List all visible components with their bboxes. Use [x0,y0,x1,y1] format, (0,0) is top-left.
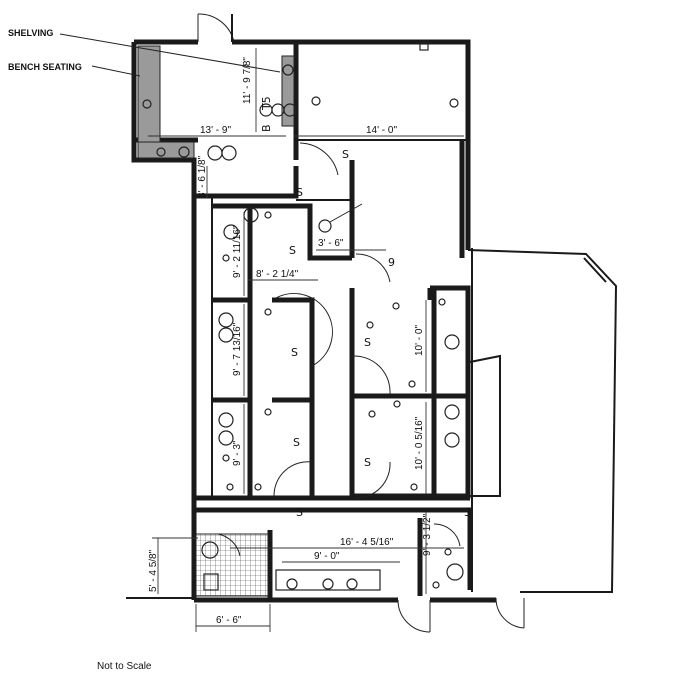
dim-5-4-5-8: 5' - 4 5/8" [148,549,159,592]
dim-11-9-7-8: 11' - 9 7/8" [242,57,253,104]
switch-symbol: S [289,244,296,257]
switch-symbol: S [364,336,371,349]
shelving-leader [59,33,281,73]
dim-6-6: 6' - 6" [216,615,242,626]
dim-14-0: 14' - 0" [366,125,397,136]
dimension-lines [148,48,464,632]
office-rooms-right [349,285,471,499]
dim-9-3: 9' - 3" [232,440,243,466]
dim-9-0: 9' - 0" [314,551,340,562]
bench-seating-label: BENCH SEATING [8,62,82,72]
office-fixtures [218,203,460,491]
t5-mark: T5 [260,96,273,111]
switch-symbol: S [296,506,303,519]
switch-symbol: S [342,148,349,161]
right-wing [467,248,618,629]
bench-seating-bottom [137,141,195,159]
bottom-wall [126,597,496,633]
dim-10-0-5-16: 10' - 0 5/16" [414,416,425,470]
dim-10-0: 10' - 0" [414,325,425,356]
top-left-room-fixtures [142,64,297,161]
dim-3-6-1-8: 3' - 6 1/8" [197,155,208,198]
dim-16-4-5-16: 16' - 4 5/16" [340,537,394,548]
switch-symbols: S S S S S S S S 9 3 B T5 [260,96,471,519]
door-tag: 9 [388,256,395,269]
not-to-scale-note: Not to Scale [97,661,152,672]
shelving-label: SHELVING [8,28,53,38]
dim-3-6: 3' - 6" [318,238,344,249]
bench-seating-leader [91,65,141,77]
b-mark: B [260,124,273,132]
bench-seating [137,45,161,143]
dim-9-3-1-2: 9' - 3 1/2" [422,513,433,556]
dim-13-9: 13' - 9" [200,125,231,136]
dim-9-2-11-16: 9' - 2 11/16" [232,225,243,278]
switch-symbol: S [293,436,300,449]
dim-8-2-1-4: 8' - 2 1/4" [256,269,299,280]
office-rooms-left [212,203,391,497]
column-tag: 3 [464,506,471,519]
restroom-tile [195,533,269,597]
bottom-area [194,507,473,598]
switch-symbol: S [364,456,371,469]
switch-symbol: S [296,186,303,199]
top-entry-door [197,13,235,43]
dim-9-7-13-16: 9' - 7 13/16" [232,322,243,376]
switch-symbol: S [291,346,298,359]
top-right-room [296,43,468,258]
corridor-walls [194,166,352,498]
